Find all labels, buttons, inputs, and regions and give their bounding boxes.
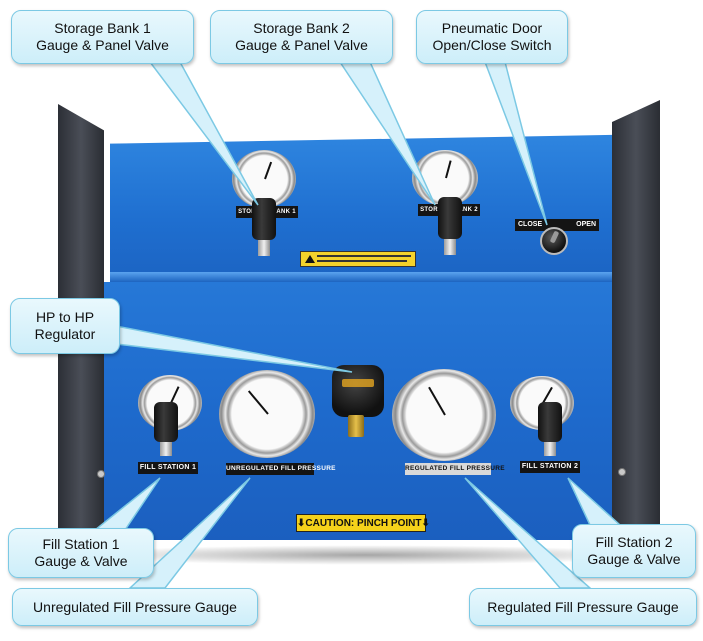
right-frame [612,100,660,540]
regulated-fill-gauge [392,369,496,461]
right-bolt [618,468,626,476]
pointer-storage-2 [338,61,436,206]
open-label: OPEN [576,221,596,228]
pointer-door [483,61,548,226]
callout-unregulated-gauge: Unregulated Fill Pressure Gauge [12,588,258,626]
warning-sticker [300,251,416,267]
fill-station-1-plate: FILL STATION 1 [138,462,198,474]
callout-regulated-gauge: Regulated Fill Pressure Gauge [469,588,697,626]
callout-storage-bank-2: Storage Bank 2 Gauge & Panel Valve [210,10,393,64]
close-label: CLOSE [518,221,543,228]
callout-fill-station-2: Fill Station 2 Gauge & Valve [572,524,696,578]
pointer-storage-1 [148,61,259,206]
left-bolt [97,470,105,478]
callout-hp-regulator: HP to HP Regulator [10,298,120,354]
fill-station-2-valve[interactable] [534,402,566,458]
storage-bank-1-valve[interactable] [248,198,280,258]
fill-station-1-valve[interactable] [150,402,182,460]
unregulated-fill-gauge [219,370,315,458]
door-switch-knob[interactable] [540,227,568,255]
pointer-fill-1 [92,477,161,531]
storage-bank-2-valve[interactable] [434,197,466,257]
unregulated-fill-plate: UNREGULATED FILL PRESSURE [226,463,336,475]
floor-shadow [70,545,660,565]
hp-regulator[interactable] [332,365,384,417]
regulated-fill-plate: REGULATED FILL PRESSURE [405,463,505,475]
regulator-stem [348,415,364,437]
callout-storage-bank-1: Storage Bank 1 Gauge & Panel Valve [11,10,194,64]
pointer-regulator [115,325,353,373]
caution-pinch-point: ⬇CAUTION: PINCH POINT⬇ [296,514,430,532]
callout-fill-station-1: Fill Station 1 Gauge & Valve [8,528,154,578]
callout-pneumatic-door: Pneumatic Door Open/Close Switch [416,10,568,64]
pointer-fill-2 [567,477,622,526]
panel-shelf [110,272,612,282]
door-switch-plate: CLOSE OPEN [515,219,599,231]
fill-station-2-plate: FILL STATION 2 [520,461,580,473]
